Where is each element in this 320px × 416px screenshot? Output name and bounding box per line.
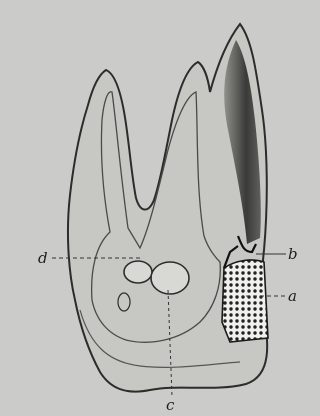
label-d: d xyxy=(38,249,48,267)
label-c: c xyxy=(166,396,175,414)
label-a: a xyxy=(288,287,297,305)
pulp-stone-left xyxy=(124,261,152,283)
dotted-filling xyxy=(222,260,268,342)
pulp-stone-right xyxy=(151,262,189,294)
label-b: b xyxy=(288,245,298,263)
